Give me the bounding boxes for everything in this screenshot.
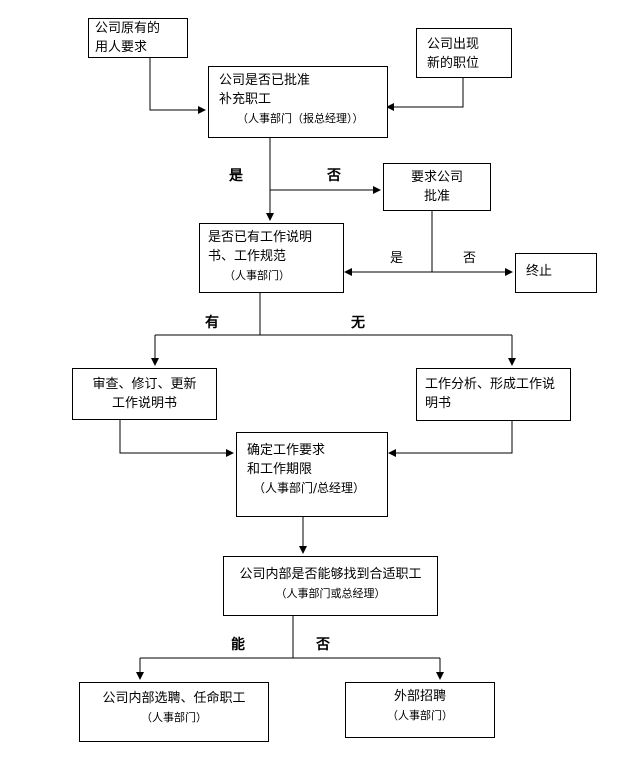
- node-requirements: 确定工作要求 和工作期限 （人事部门/总经理）: [236, 432, 388, 517]
- arrow-review-to-req: [119, 420, 234, 457]
- node-subtext: （人事部门）: [387, 709, 453, 722]
- node-external: 外部招聘 （人事部门）: [345, 682, 495, 738]
- node-review: 审查、修订、更新 工作说明书: [72, 368, 217, 420]
- node-approved: 公司是否已批准 补充职工 （人事部门（报总经理））: [208, 66, 388, 138]
- label-request-no: 否: [463, 251, 477, 266]
- node-text: 批准: [423, 189, 450, 204]
- node-text: 明书: [425, 396, 452, 411]
- node-text: 用人要求: [95, 40, 148, 55]
- node-subtext: （人事部门或总经理）: [275, 587, 386, 600]
- node-text: 新的职位: [427, 56, 480, 71]
- label-internal-can: 能: [231, 637, 245, 653]
- node-terminate: 终止: [515, 253, 597, 293]
- node-subtext: （人事部门/总经理）: [253, 481, 366, 495]
- arrow-original-to-approved: [149, 58, 206, 114]
- node-subtext: （人事部门（报总经理））: [237, 112, 364, 125]
- node-text: 工作分析、形成工作说: [425, 377, 556, 392]
- node-subtext: （人事部门）: [141, 711, 207, 724]
- node-text: 是否已有工作说明: [208, 230, 313, 245]
- node-text: 书、工作规范: [208, 249, 287, 264]
- node-text: 审查、修订、更新: [92, 377, 197, 392]
- node-text: 要求公司: [410, 170, 463, 185]
- label-request-yes: 是: [390, 251, 404, 266]
- arrow-analysis-to-req: [388, 421, 513, 457]
- node-text: 补充职工: [219, 92, 272, 107]
- node-text: 确定工作要求: [247, 443, 326, 458]
- label-desc-have: 有: [205, 315, 219, 331]
- node-internal-select: 公司内部选聘、任命职工 （人事部门）: [79, 682, 269, 742]
- node-text: 公司内部是否能够找到合适职工: [239, 567, 422, 582]
- label-approved-yes: 是: [229, 168, 243, 184]
- node-text: 公司内部选聘、任命职工: [102, 691, 246, 706]
- node-text: 终止: [526, 264, 553, 279]
- node-new-position: 公司出现 新的职位: [416, 28, 512, 78]
- node-has-description: 是否已有工作说明 书、工作规范 （人事部门）: [199, 223, 344, 293]
- node-text: 工作说明书: [111, 396, 177, 411]
- label-approved-no: 否: [327, 168, 341, 184]
- node-text: 公司原有的: [95, 21, 161, 36]
- node-analysis: 工作分析、形成工作说 明书: [416, 368, 571, 421]
- node-text: 公司是否已批准: [219, 73, 311, 88]
- node-original-requirements: 公司原有的 用人要求: [88, 18, 188, 58]
- node-subtext: （人事部门）: [224, 269, 290, 282]
- label-desc-none: 无: [351, 315, 365, 331]
- arrow-new-to-approved: [386, 78, 464, 111]
- label-internal-cannot: 否: [316, 637, 330, 653]
- node-request-approval: 要求公司 批准: [383, 163, 491, 211]
- node-text: 外部招聘: [393, 689, 446, 704]
- node-internal-find: 公司内部是否能够找到合适职工 （人事部门或总经理）: [223, 556, 438, 616]
- node-text: 和工作期限: [247, 462, 313, 477]
- node-text: 公司出现: [427, 37, 480, 52]
